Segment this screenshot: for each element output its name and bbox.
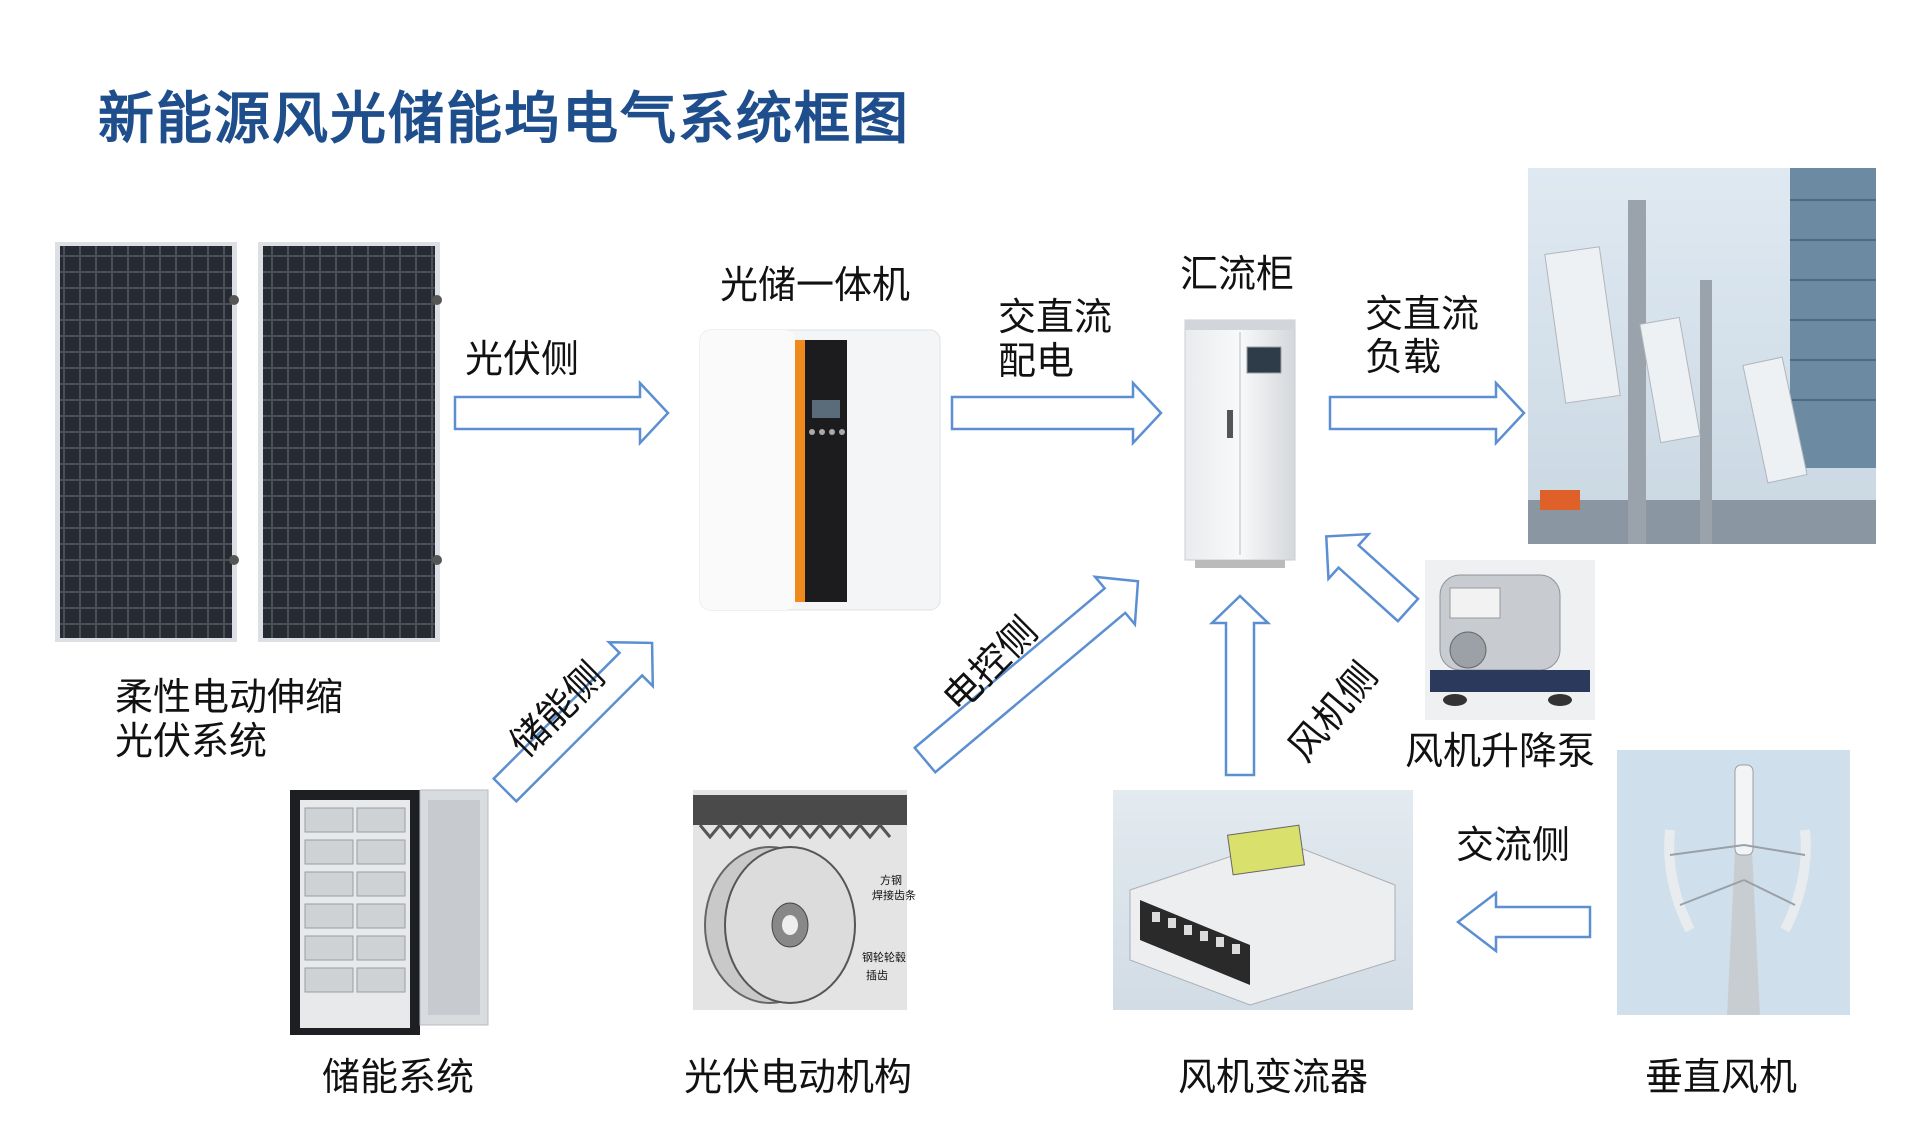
mechanism-annotation-2: 焊接齿条 [872,889,916,902]
acdc-load-label-line1: 交直流 [1365,292,1480,336]
control-side-arrow [912,575,1140,775]
pv-storage-unit-illustration [699,329,941,611]
pv-side-arrow [453,379,670,447]
solar-panel-right [258,242,442,642]
pv-side-label: 光伏侧 [465,337,580,381]
mechanism-annotation-4: 插齿 [866,969,888,982]
page-title: 新能源风光储能坞电气系统框图 [98,87,910,152]
wind-converter-illustration [1113,790,1413,1010]
wind-side-arrow [1208,594,1272,777]
lift-pump-illustration [1425,560,1595,720]
acdc-distribution-arrow [950,379,1163,447]
lift-pump-label: 风机升降泵 [1405,729,1596,773]
wind-converter-label: 风机变流器 [1178,1055,1369,1099]
acdc-load-arrow [1328,379,1526,447]
storage-cabinet-illustration [290,789,489,1035]
ac-side-label: 交流侧 [1456,823,1571,867]
solar-panels-label-line2: 光伏系统 [115,719,268,763]
telecom-tower-illustration [1528,168,1876,544]
solar-panels-label-line1: 柔性电动伸缩 [115,675,344,719]
ac-side-arrow [1455,890,1592,954]
storage-system-label: 储能系统 [322,1055,475,1099]
combiner-cabinet-illustration [1184,319,1296,568]
acdc-distribution-label-line2: 配电 [998,339,1075,383]
storage-side-label: 储能侧 [501,653,614,766]
mechanism-annotation-1: 方钢 [880,874,902,887]
pv-mechanism-label: 光伏电动机构 [684,1055,913,1099]
acdc-distribution-label-line1: 交直流 [998,295,1113,339]
pv-storage-unit-label: 光储一体机 [720,263,911,307]
combiner-cabinet-label: 汇流柜 [1180,252,1295,296]
wind-side-label: 风机侧 [1279,654,1387,770]
mechanism-annotation-3: 钢轮轮毂 [862,951,906,964]
acdc-load-label-line2: 负载 [1365,335,1442,379]
vertical-turbine-label: 垂直风机 [1645,1055,1798,1099]
control-side-label: 电控侧 [934,608,1047,721]
vertical-turbine-illustration [1617,750,1850,1015]
lift-pump-arrow [1324,532,1420,623]
solar-panel-left [55,242,239,642]
